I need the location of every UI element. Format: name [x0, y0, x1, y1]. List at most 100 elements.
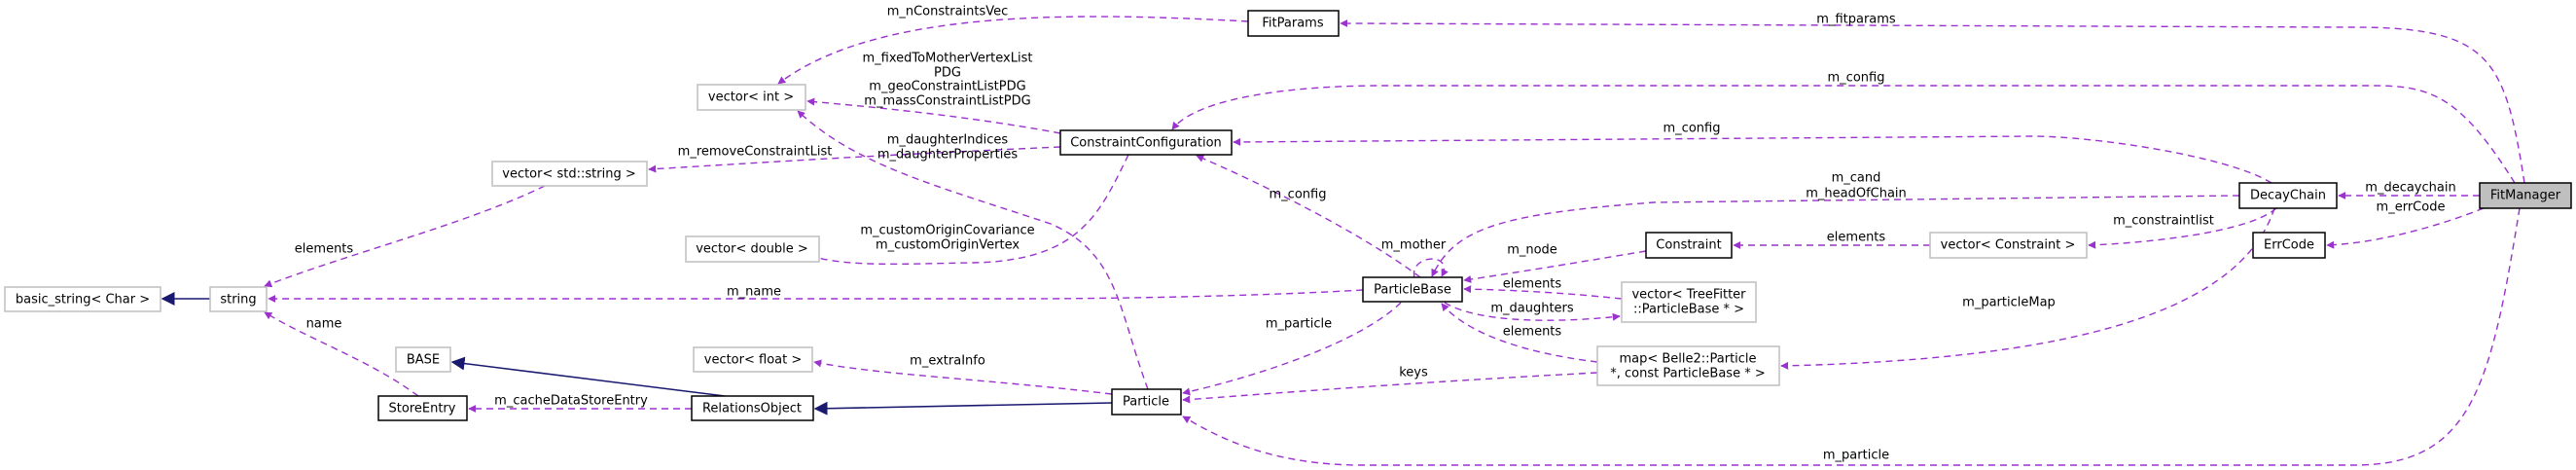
edge-label: m_daughterProperties — [877, 148, 1018, 163]
node-constraint[interactable]: Constraint — [1645, 232, 1733, 259]
node-vector-int[interactable]: vector< int > — [697, 84, 806, 111]
edge-label: m_headOfChain — [1806, 187, 1907, 201]
edge-m-mother — [1413, 258, 1449, 278]
node-vector-float[interactable]: vector< float > — [693, 346, 813, 373]
edge-label: PDG — [934, 66, 961, 81]
node-particlebase[interactable]: ParticleBase — [1362, 276, 1463, 303]
edge-label: m_cacheDataStoreEntry — [494, 394, 648, 409]
edge-label: m_config — [1664, 122, 1721, 136]
edge-keys — [1182, 372, 1598, 404]
edge-label: m_particle — [1266, 317, 1332, 332]
edge-m-nconstraintsvec — [777, 16, 1249, 85]
edge-label: elements — [1827, 231, 1886, 245]
node-basic-string[interactable]: basic_string< Char > — [4, 286, 161, 312]
node-label: map< Belle2::Particle — [1619, 352, 1756, 367]
node-label: FitParams — [1262, 17, 1323, 31]
edge-m-customorigin — [806, 154, 1129, 266]
edge-label: m_constraintlist — [2113, 214, 2214, 229]
edge-m-config-particlebase — [1196, 155, 1421, 278]
node-label: vector< float > — [704, 353, 803, 368]
edge-label: elements — [1503, 325, 1562, 340]
edge-elements-vector-particlebase — [1463, 285, 1623, 300]
edge-m-particle-fitmanager — [1182, 207, 2521, 466]
edge-m-cand — [1431, 195, 2240, 277]
edge-label: name — [306, 317, 342, 332]
edge-label: m_geoConstraintListPDG — [869, 80, 1025, 94]
edge-m-node — [1463, 250, 1647, 283]
node-fitmanager[interactable]: FitManager — [2479, 182, 2572, 209]
edge-m-name — [268, 289, 1364, 303]
node-vector-treefitter-particlebase[interactable]: vector< TreeFitter::ParticleBase * > — [1621, 281, 1757, 323]
node-label: vector< Constraint > — [1941, 238, 2076, 253]
edge-label: m_fitparams — [1816, 13, 1896, 27]
edge-label: m_errCode — [2377, 200, 2446, 215]
inheritance-relationsobject-base — [450, 356, 726, 397]
node-label: *, const ParticleBase * > — [1610, 367, 1765, 381]
edge-m-particle-particlebase — [1182, 302, 1402, 396]
node-constraintconfiguration[interactable]: ConstraintConfiguration — [1059, 129, 1233, 156]
edge-m-config-fitmanager — [1171, 85, 2516, 184]
node-storeentry[interactable]: StoreEntry — [377, 395, 468, 421]
node-decaychain[interactable]: DecayChain — [2238, 182, 2338, 209]
node-label: basic_string< Char > — [16, 293, 150, 307]
node-label: ParticleBase — [1374, 283, 1451, 298]
edge-elements-string — [264, 185, 546, 288]
node-vector-string[interactable]: vector< std::string > — [491, 161, 648, 187]
inheritance-particle-relationsobject — [813, 401, 1113, 416]
edge-label: m_config — [1828, 71, 1885, 86]
node-label: DecayChain — [2250, 189, 2326, 203]
edge-label: keys — [1399, 366, 1428, 380]
node-map-particle-particlebase[interactable]: map< Belle2::Particle *, const ParticleB… — [1596, 345, 1780, 386]
edge-elements-map — [1441, 303, 1598, 363]
edge-label: m_removeConstraintList — [678, 145, 833, 160]
edge-name — [264, 311, 419, 397]
edge-label: m_particleMap — [1962, 296, 2056, 310]
edge-label: m_particle — [1823, 449, 1889, 463]
edge-label: m_nConstraintsVec — [887, 5, 1009, 19]
node-label: ErrCode — [2264, 238, 2314, 253]
node-relationsobject[interactable]: RelationsObject — [691, 395, 814, 421]
edge-m-errcode — [2326, 207, 2485, 249]
edge-m-particlemap — [1780, 207, 2275, 370]
edge-labels: m_fitparams m_config m_config m_config m… — [295, 5, 2456, 463]
node-label: ConstraintConfiguration — [1070, 136, 1222, 151]
node-label: ::ParticleBase * > — [1633, 303, 1744, 317]
node-label: vector< std::string > — [502, 167, 635, 182]
edge-label: m_decaychain — [2365, 181, 2455, 196]
node-label: vector< double > — [696, 242, 808, 257]
node-fitparams[interactable]: FitParams — [1247, 10, 1340, 37]
edge-m-constraintlist — [2088, 207, 2277, 249]
node-label: Constraint — [1656, 238, 1721, 253]
node-label: BASE — [407, 353, 440, 368]
node-vector-double[interactable]: vector< double > — [685, 235, 820, 263]
edge-label: m_config — [1270, 188, 1327, 202]
node-label: vector< TreeFitter — [1631, 288, 1746, 303]
edge-m-removeconstraintlist — [648, 146, 1061, 173]
node-vector-constraint[interactable]: vector< Constraint > — [1929, 232, 2088, 259]
edge-label: m_extraInfo — [910, 354, 985, 369]
edge-particle-vector-int — [797, 110, 1149, 390]
node-label: FitManager — [2490, 189, 2561, 203]
node-label: RelationsObject — [702, 402, 802, 416]
node-string[interactable]: string — [209, 286, 268, 312]
edge-label: m_node — [1507, 243, 1557, 258]
node-errcode[interactable]: ErrCode — [2252, 232, 2326, 259]
edge-label: elements — [1503, 277, 1562, 292]
node-particle[interactable]: Particle — [1111, 388, 1182, 416]
edge-label: elements — [295, 242, 354, 257]
edge-m-extrainfo — [813, 359, 1113, 395]
node-label: string — [220, 293, 256, 307]
edge-label: m_name — [727, 285, 781, 300]
edge-label: m_cand — [1832, 171, 1881, 186]
edge-label: m_customOriginVertex — [876, 238, 1020, 253]
edge-label: m_massConstraintListPDG — [864, 94, 1030, 109]
edge-label: m_daughterIndices — [887, 133, 1009, 148]
edge-m-fitparams — [1340, 19, 2525, 184]
edge-m-daughters — [1444, 302, 1621, 321]
node-label: Particle — [1123, 395, 1169, 410]
edge-m-config-decaychain — [1233, 135, 2272, 184]
edge-label: m_daughters — [1490, 302, 1574, 316]
node-label: vector< int > — [708, 90, 794, 105]
node-base[interactable]: BASE — [395, 346, 451, 373]
